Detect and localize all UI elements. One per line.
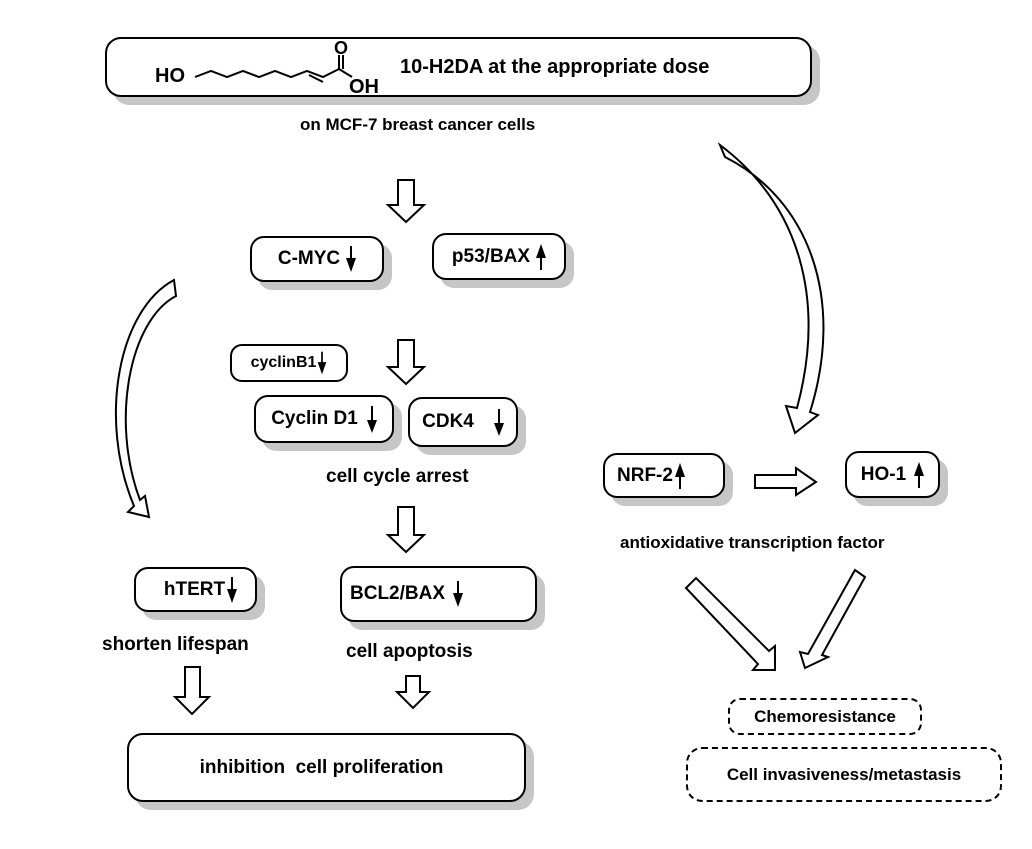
block-arrow-down-4 (172, 666, 212, 716)
node-cell-invasiveness: Cell invasiveness/metastasis (686, 747, 1002, 802)
node-chemoresistance-label: Chemoresistance (754, 706, 896, 726)
molecule-right-group: OH (349, 76, 379, 95)
block-arrow-diagonal-left (684, 576, 776, 671)
node-nrf2: NRF-2 (603, 453, 725, 498)
up-arrow-icon (914, 460, 925, 490)
up-arrow-icon (674, 461, 685, 491)
node-p53bax-label: p53/BAX (451, 245, 531, 267)
node-cyclind1: Cyclin D1 (254, 395, 394, 443)
caption-cell-apoptosis: cell apoptosis (346, 641, 473, 662)
up-arrow-icon (536, 242, 547, 272)
node-bcl2bax: BCL2/BAX (340, 566, 537, 622)
node-ho1-label: HO-1 (860, 463, 907, 485)
block-arrow-down-1 (385, 179, 427, 224)
block-arrow-right (754, 466, 818, 497)
node-cmyc: C-MYC (250, 236, 384, 282)
down-arrow-icon (227, 575, 238, 605)
down-arrow-icon (346, 244, 357, 274)
node-cdk4: CDK4 (408, 397, 518, 447)
block-arrow-down-3 (385, 506, 427, 554)
node-htert-label: hTERT (163, 578, 226, 600)
node-inhibition-cell-proliferation: inhibition cell proliferation (127, 733, 526, 802)
node-htert: hTERT (134, 567, 257, 612)
caption-shorten-lifespan: shorten lifespan (102, 634, 249, 655)
node-invasiveness-label: Cell invasiveness/metastasis (726, 764, 962, 784)
title-box: HO O OH 10-H2DA at the appropriate dose (105, 37, 812, 97)
curved-arrow-right (717, 141, 825, 435)
node-cyclind1-label: Cyclin D1 (271, 408, 358, 429)
node-bcl2bax-label: BCL2/BAX (350, 583, 446, 604)
block-arrow-down-5 (394, 675, 432, 710)
node-cmyc-label: C-MYC (277, 248, 341, 269)
node-cdk4-label: CDK4 (422, 411, 474, 432)
caption-antioxidative: antioxidative transcription factor (620, 533, 885, 552)
down-arrow-icon (317, 350, 327, 376)
caption-cell-cycle-arrest: cell cycle arrest (326, 466, 469, 487)
node-inhibition-label: inhibition cell proliferation (199, 756, 444, 778)
molecule-carbonyl-oxygen: O (334, 39, 348, 58)
node-cyclinb1-label: cyclinB1 (250, 354, 317, 371)
down-arrow-icon (453, 579, 464, 609)
title-label: 10-H2DA at the appropriate dose (400, 56, 710, 78)
node-ho1: HO-1 (845, 451, 940, 498)
molecule-structure-icon: HO O OH (155, 39, 379, 95)
down-arrow-icon (366, 400, 377, 438)
node-cyclinb1: cyclinB1 (230, 344, 348, 382)
node-chemoresistance: Chemoresistance (728, 698, 922, 735)
node-nrf2-label: NRF-2 (617, 464, 673, 486)
block-arrow-diagonal-right (798, 568, 867, 670)
block-arrow-down-2 (385, 339, 427, 386)
node-p53bax: p53/BAX (432, 233, 566, 280)
curved-arrow-left (114, 278, 178, 519)
down-arrow-icon (493, 403, 504, 441)
subtitle: on MCF-7 breast cancer cells (300, 115, 536, 134)
molecule-left-group: HO (155, 65, 185, 87)
